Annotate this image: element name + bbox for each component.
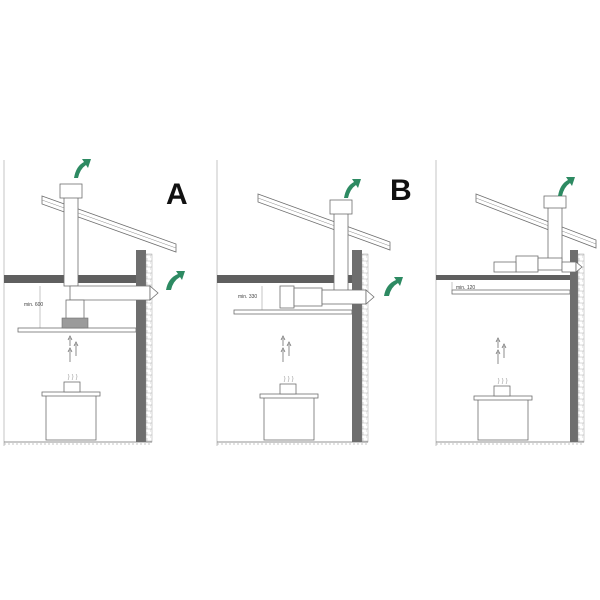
false-ceiling-a — [17, 327, 137, 333]
roof-terminal-c — [543, 195, 567, 209]
roof-terminal-b — [329, 199, 353, 215]
false-ceiling-c — [451, 289, 571, 295]
exhaust-arrow-roof-a — [74, 159, 91, 178]
counter-b — [263, 395, 315, 441]
panel-a: min. 600 A — [4, 159, 188, 445]
wall-a — [136, 250, 146, 442]
exhaust-arrow-wall-a — [166, 271, 185, 290]
vertical-duct-c — [547, 205, 563, 261]
exhaust-arrow-wall-b — [384, 277, 403, 296]
counter-c — [477, 397, 529, 441]
panel-letter-a: A — [166, 178, 188, 211]
dimension-label-b: min. 330 — [238, 294, 257, 300]
exhaust-arrow-roof-c — [558, 177, 575, 196]
air-rise-arrows-a — [67, 335, 79, 362]
horizontal-duct-a — [69, 285, 151, 301]
pot-c — [493, 385, 511, 397]
horizontal-duct-c — [493, 261, 517, 273]
ceiling-slab-b — [217, 275, 352, 283]
horizontal-duct-b — [321, 289, 367, 305]
panel-letter-b: B — [390, 174, 412, 207]
panel-b: min. 330 B — [217, 174, 412, 445]
fan-unit-c — [515, 255, 539, 273]
dimension-label-c: min. 120 — [456, 285, 475, 291]
air-rise-arrows-c — [495, 337, 507, 364]
pot-b — [279, 383, 297, 395]
fan-unit-b — [293, 287, 323, 307]
air-rise-arrows-b — [280, 335, 292, 362]
counter-a — [45, 393, 97, 441]
exhaust-arrow-roof-b — [344, 179, 361, 198]
vertical-duct-b — [333, 211, 349, 299]
roof-terminal-a — [59, 183, 83, 199]
dimension-label-a: min. 600 — [24, 302, 43, 308]
wall-c — [570, 250, 578, 442]
panel-c: min. 120 — [436, 177, 597, 445]
vertical-duct-a — [63, 195, 79, 287]
pot-a — [63, 381, 81, 393]
ceiling-slab-c — [436, 275, 570, 280]
wall-b — [352, 250, 362, 442]
duct-elbow-b — [279, 285, 295, 309]
false-ceiling-b — [233, 309, 353, 315]
